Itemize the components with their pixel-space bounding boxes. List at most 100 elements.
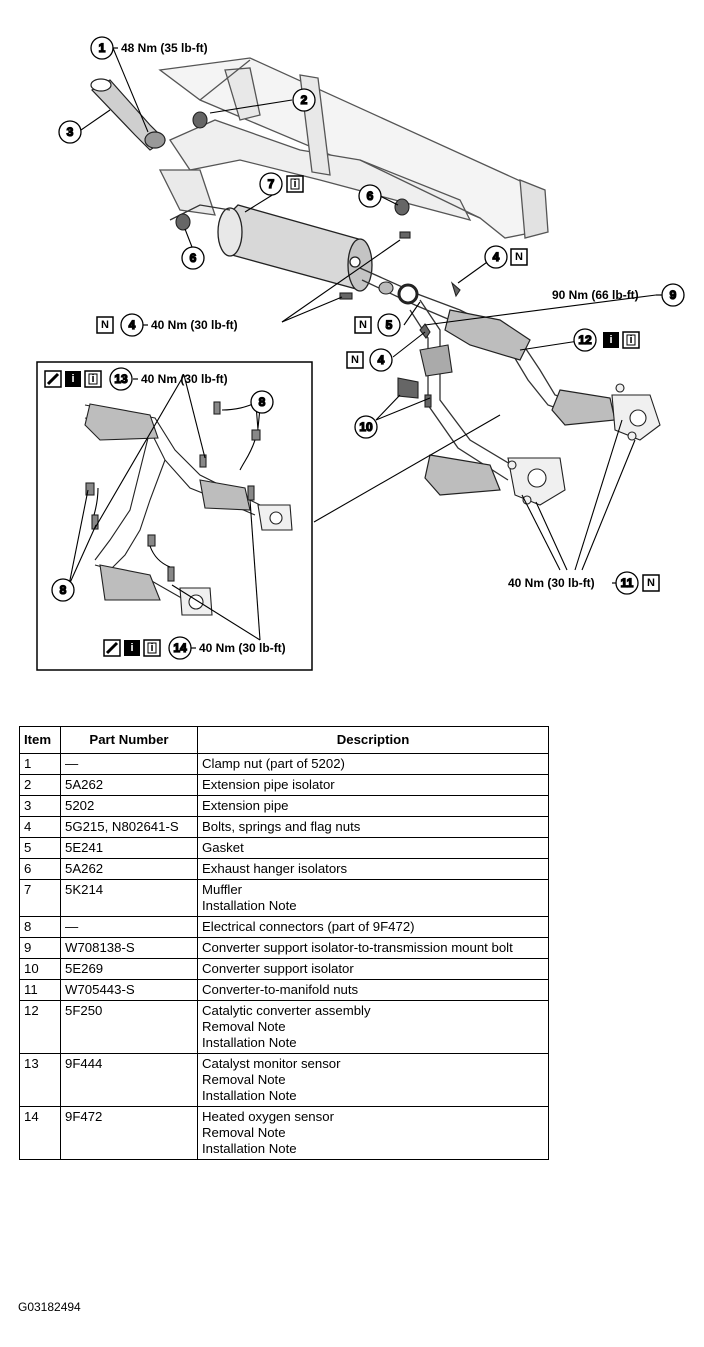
svg-text:i: i (150, 642, 153, 654)
svg-text:3: 3 (67, 125, 74, 139)
part-number: 5A262 (60, 858, 198, 880)
header-part-number: Part Number (60, 726, 198, 754)
svg-text:4: 4 (378, 353, 385, 367)
description: Extension pipe (197, 795, 549, 817)
item-number: 10 (19, 958, 61, 980)
figure-code: G03182494 (18, 1300, 81, 1314)
info-icon: i (622, 331, 640, 349)
callout-4a: 4 (484, 245, 508, 269)
svg-text:8: 8 (60, 583, 67, 597)
info-icon: i (84, 370, 102, 388)
svg-text:12: 12 (578, 333, 592, 347)
part-number: W705443-S (60, 979, 198, 1001)
description: Clamp nut (part of 5202) (197, 753, 549, 775)
description: Converter-to-manifold nuts (197, 979, 549, 1001)
svg-text:i: i (130, 642, 133, 654)
item-number: 11 (19, 979, 61, 1001)
part-number: 5G215, N802641-S (60, 816, 198, 838)
item-number: 14 (19, 1106, 61, 1160)
description-text: Muffler (202, 882, 243, 897)
description-text: Heated oxygen sensor (202, 1109, 334, 1124)
vehicle-frame (158, 57, 549, 239)
torque-1: 48 Nm (35 lb-ft) (121, 41, 208, 55)
N-note-icon: N (346, 351, 364, 369)
item-number: 1 (19, 753, 61, 775)
header-description: Description (197, 726, 549, 754)
callout-4c: 4 (369, 348, 393, 372)
N-note-icon: N (354, 316, 372, 334)
callout-4b: 4 (120, 313, 144, 337)
svg-text:2: 2 (301, 93, 308, 107)
part-number: — (60, 916, 198, 938)
description-note: Removal Note (202, 1019, 286, 1034)
svg-text:13: 13 (114, 372, 128, 386)
note-icons: i N N N N N i i i i i i (44, 175, 660, 657)
part-number: 5F250 (60, 1000, 198, 1054)
removal-info-icon: i (124, 640, 140, 656)
description: Electrical connectors (part of 9F472) (197, 916, 549, 938)
wrench-icon (44, 370, 62, 388)
description-text: Converter-to-manifold nuts (202, 982, 359, 997)
part-number: 9F472 (60, 1106, 198, 1160)
description-text: Electrical connectors (part of 9F472) (202, 919, 415, 934)
table-header-row: Item Part Number Description (19, 726, 549, 754)
table-row: 1—Clamp nut (part of 5202) (19, 753, 549, 775)
svg-text:5: 5 (386, 318, 393, 332)
torque-9: 90 Nm (66 lb-ft) (552, 288, 639, 302)
callout-2: 2 (292, 88, 316, 112)
torque-14: 40 Nm (30 lb-ft) (199, 641, 286, 655)
callout-10: 10 (354, 415, 378, 439)
description-text: Exhaust hanger isolators (202, 861, 348, 876)
svg-text:4: 4 (493, 250, 500, 264)
item-number: 7 (19, 879, 61, 917)
svg-text:9: 9 (670, 288, 677, 302)
info-icon: i (143, 639, 161, 657)
callout-dashes (113, 47, 661, 649)
part-number: 5K214 (60, 879, 198, 917)
description-note: Installation Note (202, 1035, 297, 1050)
description-note: Installation Note (202, 1141, 297, 1156)
sensor-detail-inset (36, 361, 313, 671)
svg-text:10: 10 (359, 420, 373, 434)
svg-text:4: 4 (129, 318, 136, 332)
svg-text:i: i (91, 373, 94, 385)
item-number: 8 (19, 916, 61, 938)
removal-info-icon: i (65, 371, 81, 387)
description-note: Removal Note (202, 1072, 286, 1087)
description: Converter support isolator-to-transmissi… (197, 937, 549, 959)
part-number: 5E241 (60, 837, 198, 859)
svg-text:1: 1 (99, 41, 106, 55)
catalytic-converter-upper (424, 309, 616, 496)
svg-text:N: N (359, 319, 367, 331)
muffler (217, 204, 373, 292)
callout-13: 13 (109, 367, 133, 391)
table-row: 8— Electrical connectors (part of 9F472) (19, 916, 549, 938)
svg-text:i: i (293, 178, 296, 190)
part-number: 5202 (60, 795, 198, 817)
description-text: Extension pipe isolator (202, 777, 335, 792)
description-text: Converter support isolator (202, 961, 354, 976)
item-number: 2 (19, 774, 61, 796)
description-note: Installation Note (202, 1088, 297, 1103)
item-number: 5 (19, 837, 61, 859)
svg-text:i: i (609, 334, 612, 346)
svg-text:N: N (101, 319, 109, 331)
item-number: 4 (19, 816, 61, 838)
description-text: Extension pipe (202, 798, 289, 813)
svg-text:7: 7 (268, 177, 275, 191)
callout-12: 12 (573, 328, 597, 352)
svg-text:14: 14 (173, 641, 187, 655)
callout-14: 14 (168, 636, 192, 660)
description-text: Catalytic converter assembly (202, 1003, 371, 1018)
